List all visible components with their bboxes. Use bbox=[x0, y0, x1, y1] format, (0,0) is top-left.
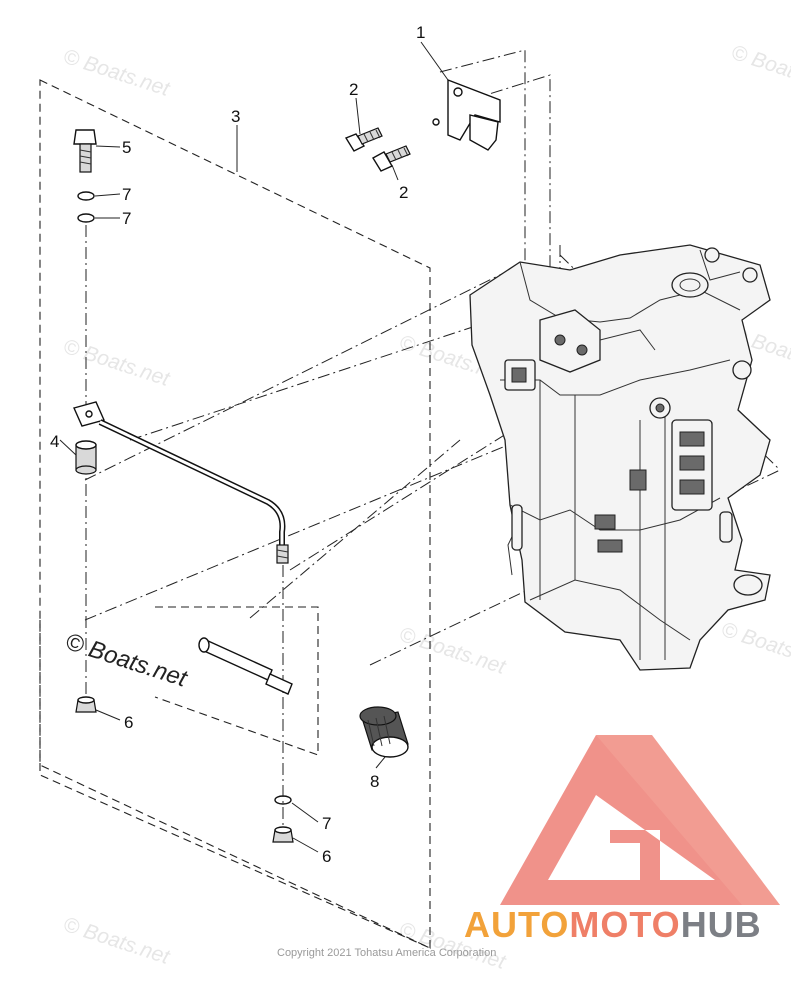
callout-2-upper: 2 bbox=[349, 80, 358, 99]
logo-part-auto: AUTO bbox=[464, 904, 569, 945]
nut-left bbox=[75, 696, 97, 713]
watermark-text: © Boats.net bbox=[396, 623, 509, 679]
nut-lower bbox=[272, 826, 294, 843]
callout-6-left: 6 bbox=[124, 713, 133, 732]
upper-group-outline bbox=[39, 79, 431, 949]
bolt-vertical bbox=[73, 129, 97, 173]
logo-part-moto: MOTO bbox=[569, 904, 680, 945]
bracket-plate bbox=[432, 78, 501, 151]
bolt-upper bbox=[344, 127, 383, 152]
copyright-text: Copyright 2021 Tohatsu America Corporati… bbox=[277, 947, 496, 959]
clamp-bracket-assembly bbox=[469, 244, 771, 671]
callout-7-upper-b: 7 bbox=[122, 209, 131, 228]
link-rod bbox=[73, 401, 289, 564]
main-watermark: © Boats.net bbox=[62, 628, 191, 693]
knob bbox=[359, 706, 409, 758]
callout-7-lower: 7 bbox=[322, 814, 331, 833]
watermark-text: © Boats.net bbox=[60, 913, 173, 969]
callout-2-lower: 2 bbox=[399, 183, 408, 202]
callout-labels: 1 2 2 3 4 5 6 6 7 7 7 8 bbox=[50, 23, 425, 866]
washer-upper-b bbox=[77, 213, 95, 223]
watermark-text: © Boats.net bbox=[60, 335, 173, 391]
logo-text: AUTOMOTOHUB bbox=[464, 904, 762, 945]
shaft-pin bbox=[198, 637, 293, 695]
callout-1: 1 bbox=[416, 23, 425, 42]
automotohub-logo: AUTOMOTOHUB bbox=[464, 735, 780, 945]
watermark-text: © Boats.net bbox=[718, 618, 791, 674]
callout-6-lower: 6 bbox=[322, 847, 331, 866]
callout-7-upper-a: 7 bbox=[122, 185, 131, 204]
watermark-text: © Boats.net bbox=[60, 45, 173, 101]
callout-8: 8 bbox=[370, 772, 379, 791]
lower-group-outline bbox=[154, 606, 319, 756]
callout-leaders bbox=[59, 41, 449, 853]
watermark-text: © Boats.net bbox=[728, 41, 791, 97]
callout-4: 4 bbox=[50, 432, 59, 451]
logo-part-hub: HUB bbox=[681, 904, 762, 945]
bolt-lower bbox=[372, 145, 411, 172]
spacer bbox=[75, 440, 97, 475]
callout-5: 5 bbox=[122, 138, 131, 157]
callout-3: 3 bbox=[231, 107, 240, 126]
washer-upper-a bbox=[77, 191, 95, 201]
